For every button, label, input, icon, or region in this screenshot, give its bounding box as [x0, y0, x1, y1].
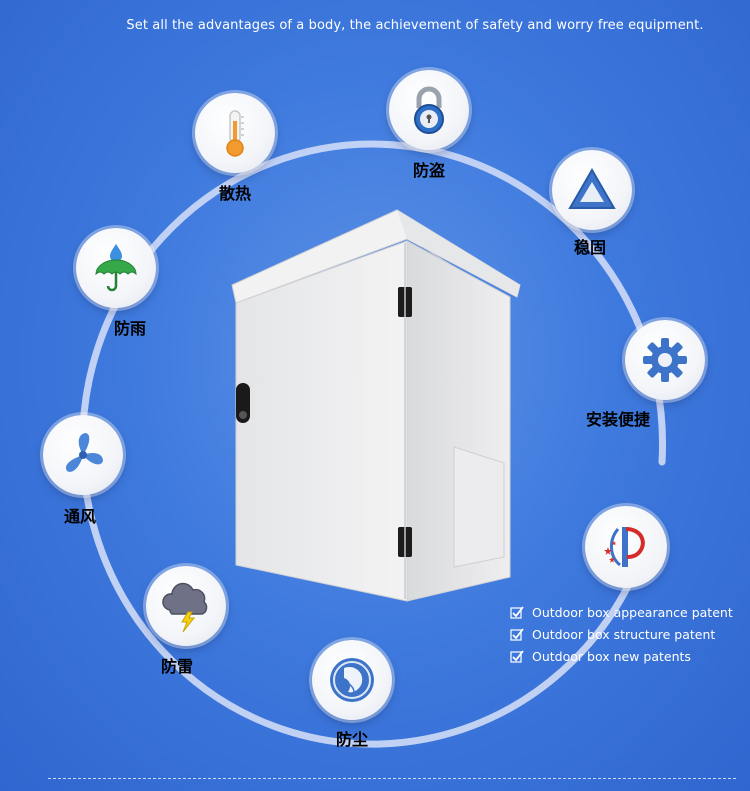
gear-icon [643, 338, 687, 382]
feature-label: 防尘 [335, 730, 369, 749]
feature-label: 安装便捷 [585, 410, 651, 429]
feature-anti-theft [389, 70, 469, 150]
thermometer-icon [226, 110, 244, 157]
feature-dustproof [312, 640, 392, 720]
feature-label: 稳固 [573, 238, 607, 257]
padlock-icon [414, 86, 444, 134]
patent-emblem-icon [604, 527, 645, 567]
feature-rainproof [76, 228, 156, 308]
list-item: Outdoor box structure patent [510, 623, 733, 645]
patent-list: Outdoor box appearance patent Outdoor bo… [510, 601, 733, 667]
patent-text: Outdoor box appearance patent [532, 604, 733, 620]
feature-label: 通风 [63, 507, 97, 526]
triangle-icon [568, 168, 616, 209]
checkbox-checked-icon [510, 628, 524, 641]
fan-icon [65, 433, 103, 472]
patent-logo [585, 506, 667, 588]
outdoor-cabinet-image [231, 209, 521, 602]
patent-text: Outdoor box new patents [532, 648, 691, 664]
checkbox-checked-icon [510, 650, 524, 663]
list-item: Outdoor box new patents [510, 645, 733, 667]
umbrella-rain-icon [95, 244, 137, 292]
feature-lightning-protection [146, 566, 226, 646]
feature-easy-install [625, 320, 705, 400]
feature-label: 防雷 [160, 657, 194, 676]
bottom-divider [48, 778, 736, 779]
dust-mask-icon [330, 658, 374, 702]
feature-stability [552, 150, 632, 230]
thunder-cloud-icon [162, 582, 208, 633]
feature-heat-dissipation [195, 93, 275, 173]
tagline: Set all the advantages of a body, the ac… [126, 18, 704, 33]
feature-label: 防盗 [412, 161, 446, 180]
feature-label: 散热 [218, 184, 252, 203]
list-item: Outdoor box appearance patent [510, 601, 733, 623]
feature-label: 防雨 [113, 319, 147, 338]
checkbox-checked-icon [510, 606, 524, 619]
feature-ventilation [43, 415, 123, 495]
patent-text: Outdoor box structure patent [532, 626, 716, 642]
